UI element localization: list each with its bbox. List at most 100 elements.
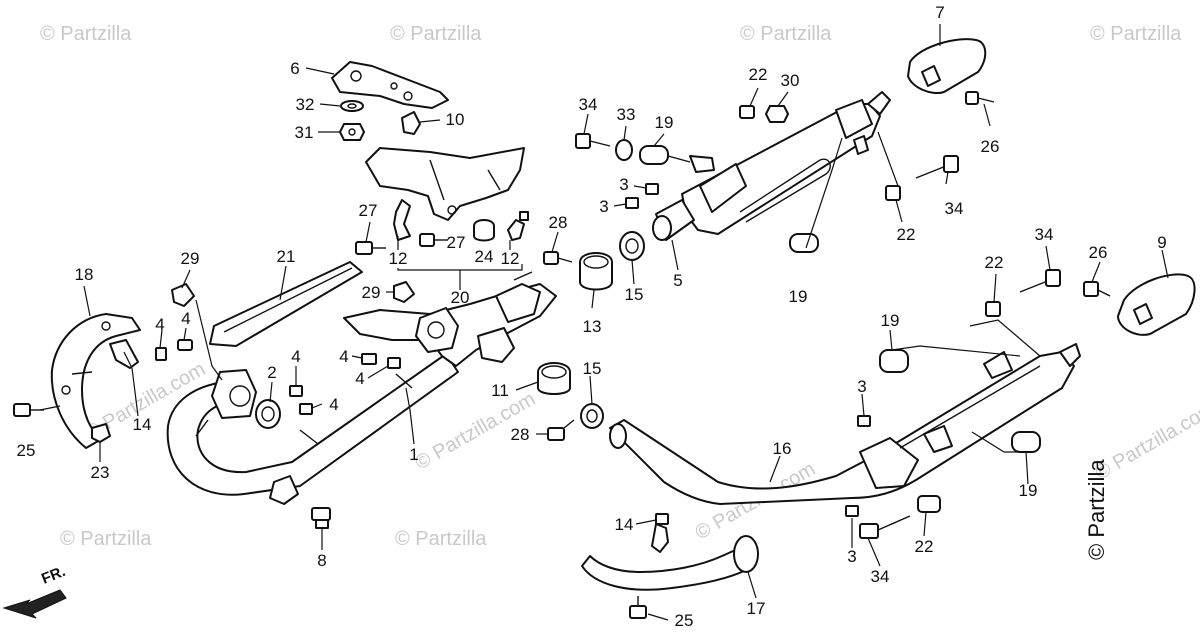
callout: 10 bbox=[446, 110, 465, 129]
end-cap-part-9 bbox=[1117, 273, 1196, 336]
leader-lines bbox=[39, 24, 1169, 621]
cover-part-18 bbox=[50, 313, 141, 449]
callout: 23 bbox=[91, 463, 110, 482]
bolt-part-8 bbox=[311, 507, 331, 529]
callout: 3 bbox=[599, 197, 608, 216]
watermark: © Partzilla bbox=[395, 528, 487, 550]
clip-part-14-lower bbox=[651, 513, 669, 553]
gasket-part-2 bbox=[255, 399, 281, 429]
callout: 22 bbox=[985, 253, 1004, 272]
callout: 4 bbox=[329, 395, 338, 414]
band-part-11 bbox=[537, 362, 571, 395]
clamp-part-12 bbox=[393, 199, 529, 241]
callout: 6 bbox=[290, 59, 299, 78]
pipe-part-17 bbox=[581, 535, 759, 591]
callout: 19 bbox=[789, 287, 808, 306]
front-direction-arrow: FR. bbox=[2, 563, 68, 619]
callout: 14 bbox=[133, 415, 152, 434]
callout: 14 bbox=[615, 515, 634, 534]
watermark: © Partzilla bbox=[1090, 23, 1182, 45]
muffler-part-16 bbox=[609, 343, 1081, 505]
callout: 34 bbox=[945, 199, 964, 218]
callout: 18 bbox=[75, 265, 94, 284]
heat-shield-part-20 bbox=[365, 147, 525, 221]
callout: 15 bbox=[625, 285, 644, 304]
callout: 32 bbox=[296, 95, 315, 114]
bolt-part-23 bbox=[91, 423, 111, 443]
callout: 4 bbox=[181, 309, 190, 328]
callout-labels: 7 6 32 10 31 22 30 34 33 19 3 3 26 34 22… bbox=[17, 3, 1167, 630]
clips-part-4 bbox=[155, 339, 401, 415]
callout: 5 bbox=[673, 271, 682, 290]
callout: 27 bbox=[447, 233, 466, 252]
muffler-part-5 bbox=[652, 91, 891, 241]
callout: 21 bbox=[277, 247, 296, 266]
callout: 12 bbox=[389, 249, 408, 268]
bolt-part-25-lower bbox=[629, 596, 647, 619]
callout: 22 bbox=[897, 225, 916, 244]
callout: 9 bbox=[1157, 233, 1166, 252]
copyright-text: © Partzilla bbox=[1084, 459, 1109, 560]
callout: 4 bbox=[355, 369, 364, 388]
cap-part-10 bbox=[401, 111, 421, 135]
end-cap-part-7 bbox=[907, 38, 987, 94]
exhaust-pipe-part-1 bbox=[166, 353, 459, 505]
callout: 30 bbox=[781, 71, 800, 90]
callout: 4 bbox=[155, 315, 164, 334]
direction-label: FR. bbox=[39, 563, 68, 588]
callout: 4 bbox=[339, 347, 348, 366]
callout: 2 bbox=[267, 363, 276, 382]
callout: 34 bbox=[871, 567, 890, 586]
callout: 19 bbox=[655, 113, 674, 132]
callout: 17 bbox=[747, 599, 766, 618]
callout: 11 bbox=[491, 381, 509, 400]
callout: 20 bbox=[451, 288, 470, 307]
callout: 26 bbox=[1089, 243, 1108, 262]
callout: 19 bbox=[1019, 481, 1038, 500]
callout: 1 bbox=[409, 445, 418, 464]
washer-part-32 bbox=[340, 100, 364, 112]
leader-lines-group-20 bbox=[397, 236, 523, 290]
bolts-part-27 bbox=[355, 233, 448, 255]
callout: 19 bbox=[881, 311, 900, 330]
callout: 28 bbox=[511, 425, 530, 444]
bracket-part-6 bbox=[331, 61, 449, 109]
collector-chamber bbox=[343, 271, 557, 367]
callout: 34 bbox=[1035, 225, 1054, 244]
callout: 25 bbox=[675, 611, 694, 630]
callout: 22 bbox=[749, 65, 768, 84]
callout: 8 bbox=[317, 551, 326, 570]
callout: 15 bbox=[583, 359, 602, 378]
callout: 16 bbox=[773, 439, 792, 458]
gasket-part-21 bbox=[209, 261, 363, 347]
callout: 29 bbox=[362, 283, 381, 302]
callout: 4 bbox=[291, 347, 300, 366]
callout: 29 bbox=[181, 249, 200, 268]
bolts-part-29 bbox=[171, 281, 415, 307]
callout: 27 bbox=[359, 201, 378, 220]
callout: 26 bbox=[981, 137, 1000, 156]
callout: 25 bbox=[17, 441, 36, 460]
callout: 28 bbox=[549, 213, 568, 232]
watermark: © Partzilla bbox=[390, 23, 482, 45]
callout: 3 bbox=[857, 377, 866, 396]
callout: 34 bbox=[579, 95, 598, 114]
callout: 12 bbox=[501, 249, 520, 268]
callout: 31 bbox=[295, 123, 314, 142]
callout: 13 bbox=[583, 317, 602, 336]
upper-fasteners bbox=[543, 91, 995, 265]
grommet-part-24 bbox=[473, 219, 495, 242]
watermark: © Partzilla bbox=[40, 23, 132, 45]
callout: 24 bbox=[475, 247, 494, 266]
bolt-part-25-left bbox=[13, 403, 44, 417]
callout: 3 bbox=[847, 547, 856, 566]
nut-part-31 bbox=[339, 123, 365, 141]
lower-fasteners bbox=[547, 269, 1111, 539]
callout: 22 bbox=[915, 537, 934, 556]
band-part-13 bbox=[579, 252, 613, 291]
callout: 33 bbox=[617, 105, 636, 124]
callout: 3 bbox=[619, 175, 628, 194]
watermark: © Partzilla bbox=[740, 23, 832, 45]
gasket-part-15-upper bbox=[619, 231, 645, 261]
